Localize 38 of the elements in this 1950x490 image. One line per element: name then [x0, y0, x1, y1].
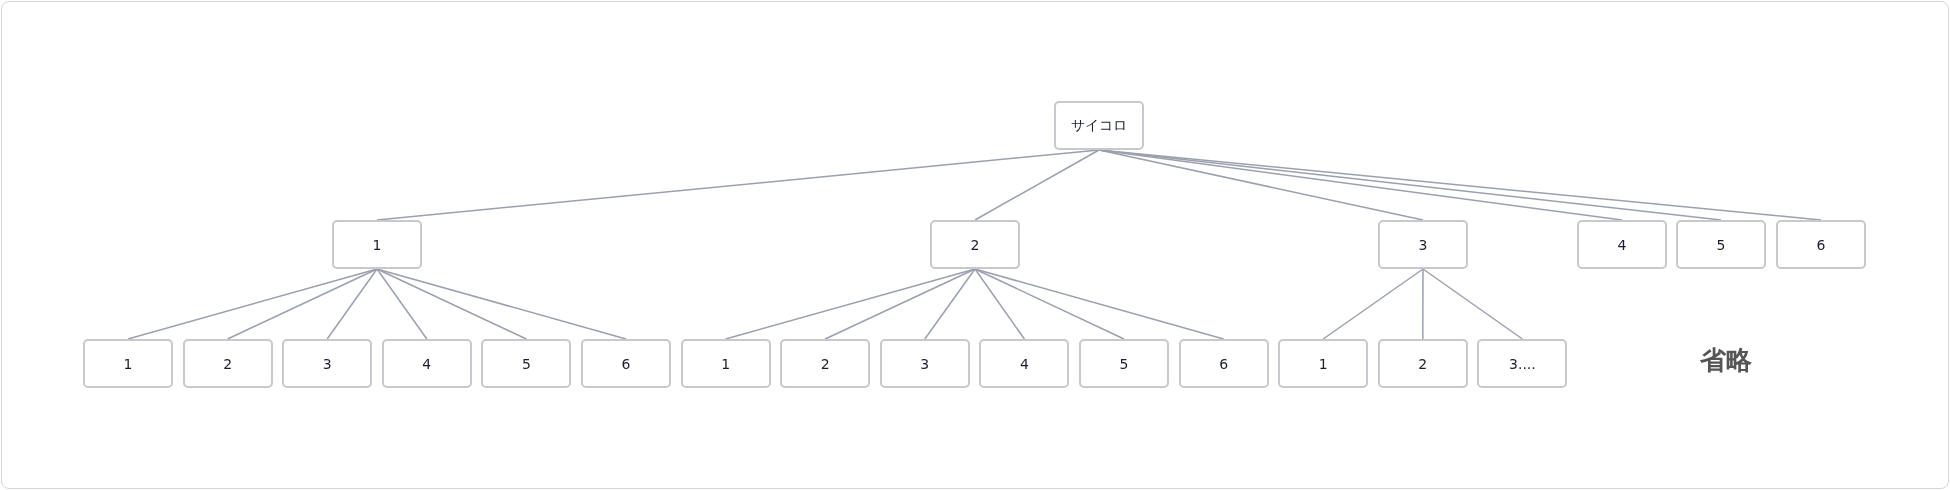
note-text: 省略	[1700, 344, 1752, 377]
node-box: 3....	[1477, 339, 1568, 388]
connector-line	[1322, 268, 1424, 340]
node-box: 5	[1079, 339, 1169, 388]
node-box: 2	[930, 220, 1020, 269]
node-box: 4	[1577, 220, 1667, 269]
node-box: 3	[1378, 220, 1468, 269]
node-box: 4	[381, 339, 472, 388]
node-box: 6	[581, 339, 671, 388]
node-box: 4	[979, 339, 1070, 388]
connector-line	[226, 268, 378, 340]
node-box: 5	[1676, 220, 1766, 269]
connector-line	[974, 268, 1026, 340]
node-box: 6	[1178, 339, 1269, 388]
connector-line	[974, 268, 1225, 340]
connector-line	[1422, 268, 1424, 340]
node-box: 3	[879, 339, 970, 388]
connector-line	[1422, 268, 1524, 340]
connector-line	[974, 268, 1125, 340]
node-box: 1	[332, 220, 422, 269]
node-box: 1	[83, 339, 173, 388]
connector-line	[376, 268, 428, 340]
node-box: 3	[282, 339, 373, 388]
connector-line	[376, 149, 1100, 221]
connector-line	[824, 268, 976, 340]
node-box: 1	[680, 339, 771, 388]
node-box: 2	[1377, 339, 1468, 388]
connector-line	[376, 268, 627, 340]
node-box: 2	[182, 339, 273, 388]
connector-line	[376, 268, 528, 340]
node-box: 6	[1776, 220, 1866, 269]
connector-line	[924, 268, 976, 340]
node-box: 1	[1278, 339, 1369, 388]
node-box: 5	[481, 339, 572, 388]
connector-line	[326, 268, 378, 340]
node-box: 2	[780, 339, 871, 388]
connector-line	[974, 149, 1100, 221]
node-box: サイコロ	[1054, 101, 1144, 150]
